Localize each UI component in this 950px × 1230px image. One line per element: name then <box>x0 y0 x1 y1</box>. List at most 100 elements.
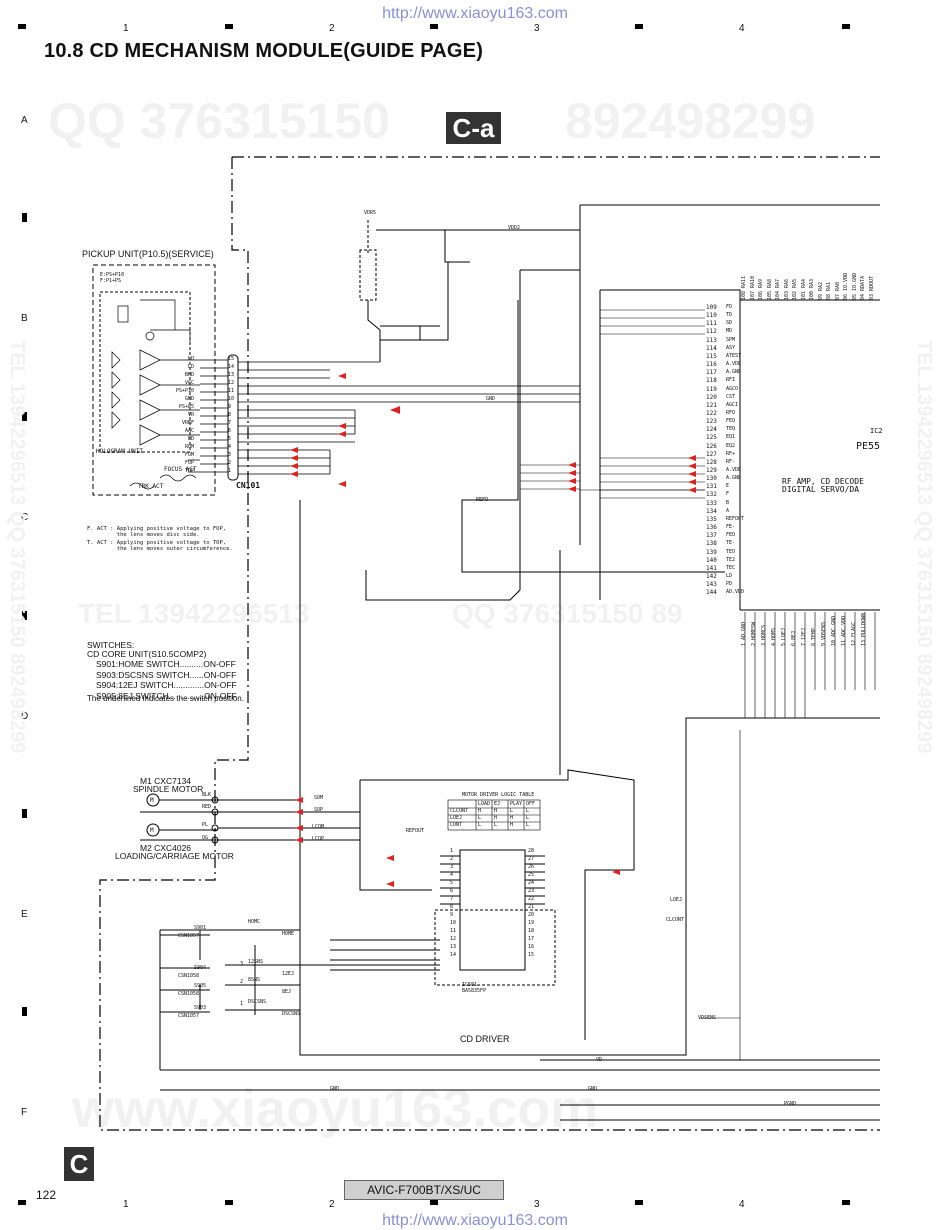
switch-label: 8SNS <box>248 977 261 983</box>
rf-ic-pin-number: 128 <box>706 458 717 466</box>
rf-ic-top-pin: 94 RDATA <box>860 275 866 300</box>
pickup-signal-label: VCC <box>184 380 194 386</box>
driver-pin-number: 15 <box>528 952 535 958</box>
grid-tick <box>430 1200 438 1205</box>
rf-ic-pin-net: A.VDD <box>726 467 742 473</box>
logic-table-header: OFF <box>526 801 536 807</box>
logic-table-cell: L <box>478 815 482 821</box>
rf-ic-pin-net: CST <box>726 393 736 400</box>
switch-part: CSN1058 <box>178 991 200 997</box>
rf-ic-bottom-pin: 12 FLAGC <box>851 621 857 646</box>
switch-net: DSCSNS <box>282 1011 301 1017</box>
rf-ic-pin-net: TEO <box>726 548 736 555</box>
rf-ic-pin-net: LD <box>726 572 733 579</box>
rf-ic-pin-number: 121 <box>706 401 717 409</box>
cn101-pin-number: 8 <box>228 412 232 418</box>
focus-act-label: FOCUS ACT <box>164 466 197 473</box>
column-number-2: 2 <box>329 23 335 34</box>
t-act-note: T. ACT : Applying positive voltage to TO… <box>87 540 233 552</box>
rf-ic-top-pin: 102 RA5 <box>792 278 798 300</box>
net-vdd2: VDD2 <box>508 225 521 231</box>
rf-ic-top-pin: 93 RDOUT <box>868 275 875 300</box>
pickup-signal-label: LD <box>187 364 194 370</box>
rf-ic-bottom-pin: 13 PULLDOWN <box>861 612 867 646</box>
pickup-ep-note: E:PS+P10 F:P1+PS <box>100 272 125 284</box>
logic-table-cell: CONT <box>450 822 463 828</box>
pickup-signal-label: TOP <box>184 468 194 474</box>
switch-label: DSCSNS <box>248 999 267 1005</box>
pickup-signal-label: LD <box>187 356 194 362</box>
f-act-note: F. ACT : Applying positive voltage to FO… <box>87 526 227 538</box>
switch-ref-number: 3 <box>240 961 244 967</box>
rf-ic-pin-net: EQ1 <box>726 434 736 441</box>
watermark-site: www.xiaoyu163.com <box>72 1079 599 1139</box>
net-gnd: GND <box>486 396 496 402</box>
cn101-pin-number: 2 <box>228 460 232 466</box>
grid-tick <box>225 24 233 29</box>
rf-ic-pin-net: B <box>726 499 730 506</box>
row-letter-b: B <box>21 313 28 324</box>
grid-tick <box>22 213 27 222</box>
model-number: AVIC-F700BT/XS/UC <box>344 1180 504 1200</box>
driver-pin-number: 2 <box>450 856 454 862</box>
m2-name: M2 CXC4026 <box>140 843 192 853</box>
rf-ic-bottom-pin: 6 8EJ <box>791 630 797 646</box>
rf-ic-pin-net: SPM <box>726 336 736 343</box>
pickup-signal-label: VR <box>187 412 194 418</box>
rf-ic-top-pin: 106 RA9 <box>758 278 764 300</box>
rf-ic-pin-number: 141 <box>706 564 717 572</box>
rf-ic-pin-net: ATEST <box>726 352 742 359</box>
driver-pin-number: 26 <box>528 864 535 870</box>
page-number: 122 <box>36 1188 57 1202</box>
cn101-pin-number: 15 <box>228 356 235 362</box>
driver-pin-number: 10 <box>450 920 457 926</box>
url-bottom[interactable]: http://www.xiaoyu163.com <box>382 1212 568 1229</box>
rf-ic-pin-number: 117 <box>706 369 717 377</box>
logic-table-title: MOTOR DRIVER LOGIC TABLE <box>462 792 535 798</box>
rf-ic-pin-number: 113 <box>706 336 717 344</box>
rf-ic-pin-number: 126 <box>706 442 717 450</box>
switch-part: CSN1058 <box>178 973 200 979</box>
rf-ic-pin-number: 137 <box>706 532 717 540</box>
driver-pin-number: 16 <box>528 944 535 950</box>
net-refout: REFOUT <box>406 828 425 834</box>
rf-ic-pin-number: 124 <box>706 426 717 434</box>
motor-m1-symbol: M <box>150 797 154 804</box>
row-letter-f: F <box>21 1107 28 1118</box>
net-gnd-lower: GND <box>330 1086 340 1092</box>
net-vdr5: VDR5 <box>364 210 377 216</box>
driver-ic-name: IC501 <box>462 982 478 988</box>
net-lcom: LCOM <box>312 824 325 830</box>
rf-ic-pin-number: 110 <box>706 312 717 320</box>
rf-ic-pin-number: 111 <box>706 320 717 328</box>
rf-ic-pin-net: RF+ <box>726 450 736 457</box>
net-som: SOM <box>314 795 324 801</box>
rf-ic-top-pin: 97 RA0 <box>834 281 841 300</box>
rf-ic-pin-number: 122 <box>706 409 717 417</box>
rf-ic-top-pin: 103 RA6 <box>783 278 790 300</box>
watermark-tel: TEL 13942296513 <box>78 598 310 629</box>
rf-ic-top-pin: 98 RA1 <box>826 281 832 300</box>
switch-state: ON-OFF <box>203 669 237 680</box>
driver-pin-number: 18 <box>528 928 535 934</box>
switch-part: CSN1057 <box>178 1013 200 1019</box>
rf-ic-pin-net: EQ2 <box>726 442 736 449</box>
switch-row: S904:12EJ SWITCH.............ON-OFF <box>96 680 237 691</box>
cn101-pin-number: 10 <box>228 396 235 402</box>
section-tag: C-a <box>446 112 501 144</box>
driver-pin-number: 14 <box>450 952 457 958</box>
rf-ic-desc2: DIGITAL SERVO/DA <box>782 485 860 494</box>
rf-ic-pin-net: TEQ <box>726 426 736 433</box>
watermark-qq2: 892498299 <box>565 93 816 149</box>
rf-ic-bottom-pin: 7 12EJ <box>801 627 807 646</box>
logic-table-cell: L <box>526 822 530 828</box>
watermark-qq3: QQ 376315150 89 <box>452 598 683 629</box>
rf-ic-bottom-pin: 11 ADC.VDD <box>841 615 847 646</box>
page-title: 10.8 CD MECHANISM MODULE(GUIDE PAGE) <box>44 40 484 62</box>
url-top[interactable]: http://www.xiaoyu163.com <box>382 5 568 22</box>
m1-pin-red: RED <box>202 804 212 810</box>
switch-row: S905:8EJ SWITCH...............ON-OFF <box>96 691 237 702</box>
cn101-pin-number: 13 <box>228 372 235 378</box>
rf-ic-top-pin: 107 RA10 <box>749 275 756 300</box>
